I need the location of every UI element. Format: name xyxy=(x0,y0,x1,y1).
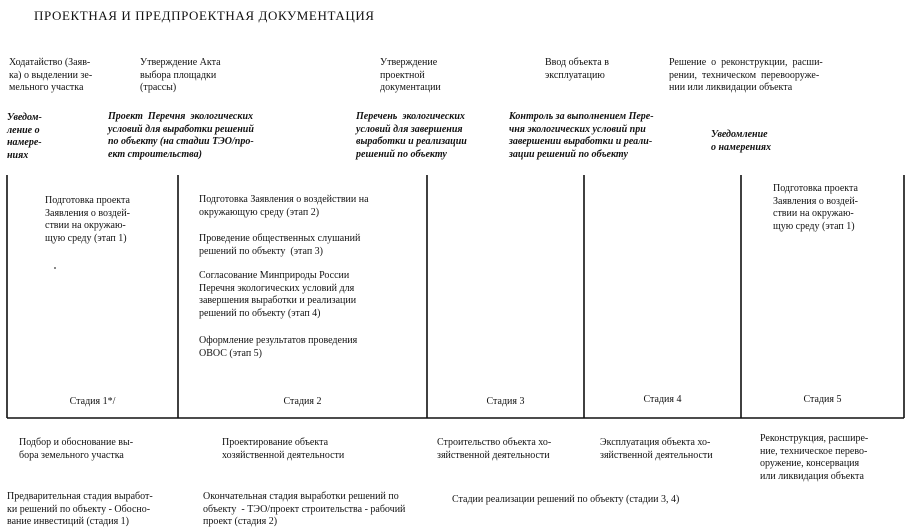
phase-operation: Эксплуатация объекта хо- зяйственной дея… xyxy=(600,437,713,461)
footer-implementation-stages: Стадии реализации решений по объекту (ст… xyxy=(452,494,680,505)
document-eco-conditions-list: Перечень экологических условий для завер… xyxy=(356,111,467,160)
activity-stage1: Подготовка проекта Заявления о воздей- с… xyxy=(45,195,130,244)
footer-preliminary-stage: Предварительная стадия выработ- ки решен… xyxy=(7,491,153,527)
stage-label-1: Стадия 1*/ xyxy=(69,396,116,407)
stage-label-4: Стадия 4 xyxy=(643,394,682,405)
stage-label-5: Стадия 5 xyxy=(803,394,842,405)
milestone-site-act-approval: Утверждение Акта выбора площадки (трассы… xyxy=(140,57,221,93)
activity-stage2-step3: Проведение общественных слушаний решений… xyxy=(199,233,361,257)
milestone-commissioning: Ввод объекта в эксплуатацию xyxy=(545,57,609,81)
document-draft-eco-conditions: Проект Перечня экологических условий для… xyxy=(108,111,254,160)
milestone-design-approval: Утверждение проектной документации xyxy=(380,57,441,93)
activity-stage5: Подготовка проекта Заявления о воздей- с… xyxy=(773,183,858,232)
stage-label-3: Стадия 3 xyxy=(486,396,525,407)
milestone-reconstruction-decision: Решение о реконструкции, расши- рении, т… xyxy=(669,57,823,93)
footer-final-stage: Окончательная стадия выработки решений п… xyxy=(203,491,406,527)
phase-site-selection: Подбор и обоснование вы- бора земельного… xyxy=(19,437,134,461)
page-title: ПРОЕКТНАЯ И ПРЕДПРОЕКТНАЯ ДОКУМЕНТАЦИЯ xyxy=(34,8,375,23)
phase-reconstruction: Реконструкция, расшире- ние, техническое… xyxy=(760,433,869,482)
activity-stage2-step4: Согласование Минприроды России Перечня э… xyxy=(199,270,357,319)
document-intent-notice-2: Уведомление о намерениях xyxy=(711,129,772,153)
document-intent-notice-1: Уведом- ление о намере- ниях xyxy=(7,112,42,161)
activity-stage2-step2: Подготовка Заявления о воздействии на ок… xyxy=(199,194,369,218)
phase-design: Проектирование объекта хозяйственной дея… xyxy=(222,437,345,461)
phase-construction: Строительство объекта хо- зяйственной де… xyxy=(437,437,552,461)
activity-stage2-step5: Оформление результатов проведения ОВОС (… xyxy=(199,335,358,359)
milestone-land-request: Ходатайство (Заяв- ка) о выделении зе- м… xyxy=(9,57,93,93)
document-eco-conditions-control: Контроль за выполнением Пере- чня эколог… xyxy=(509,111,654,160)
stage-label-2: Стадия 2 xyxy=(283,396,322,407)
stray-dot xyxy=(54,267,56,269)
